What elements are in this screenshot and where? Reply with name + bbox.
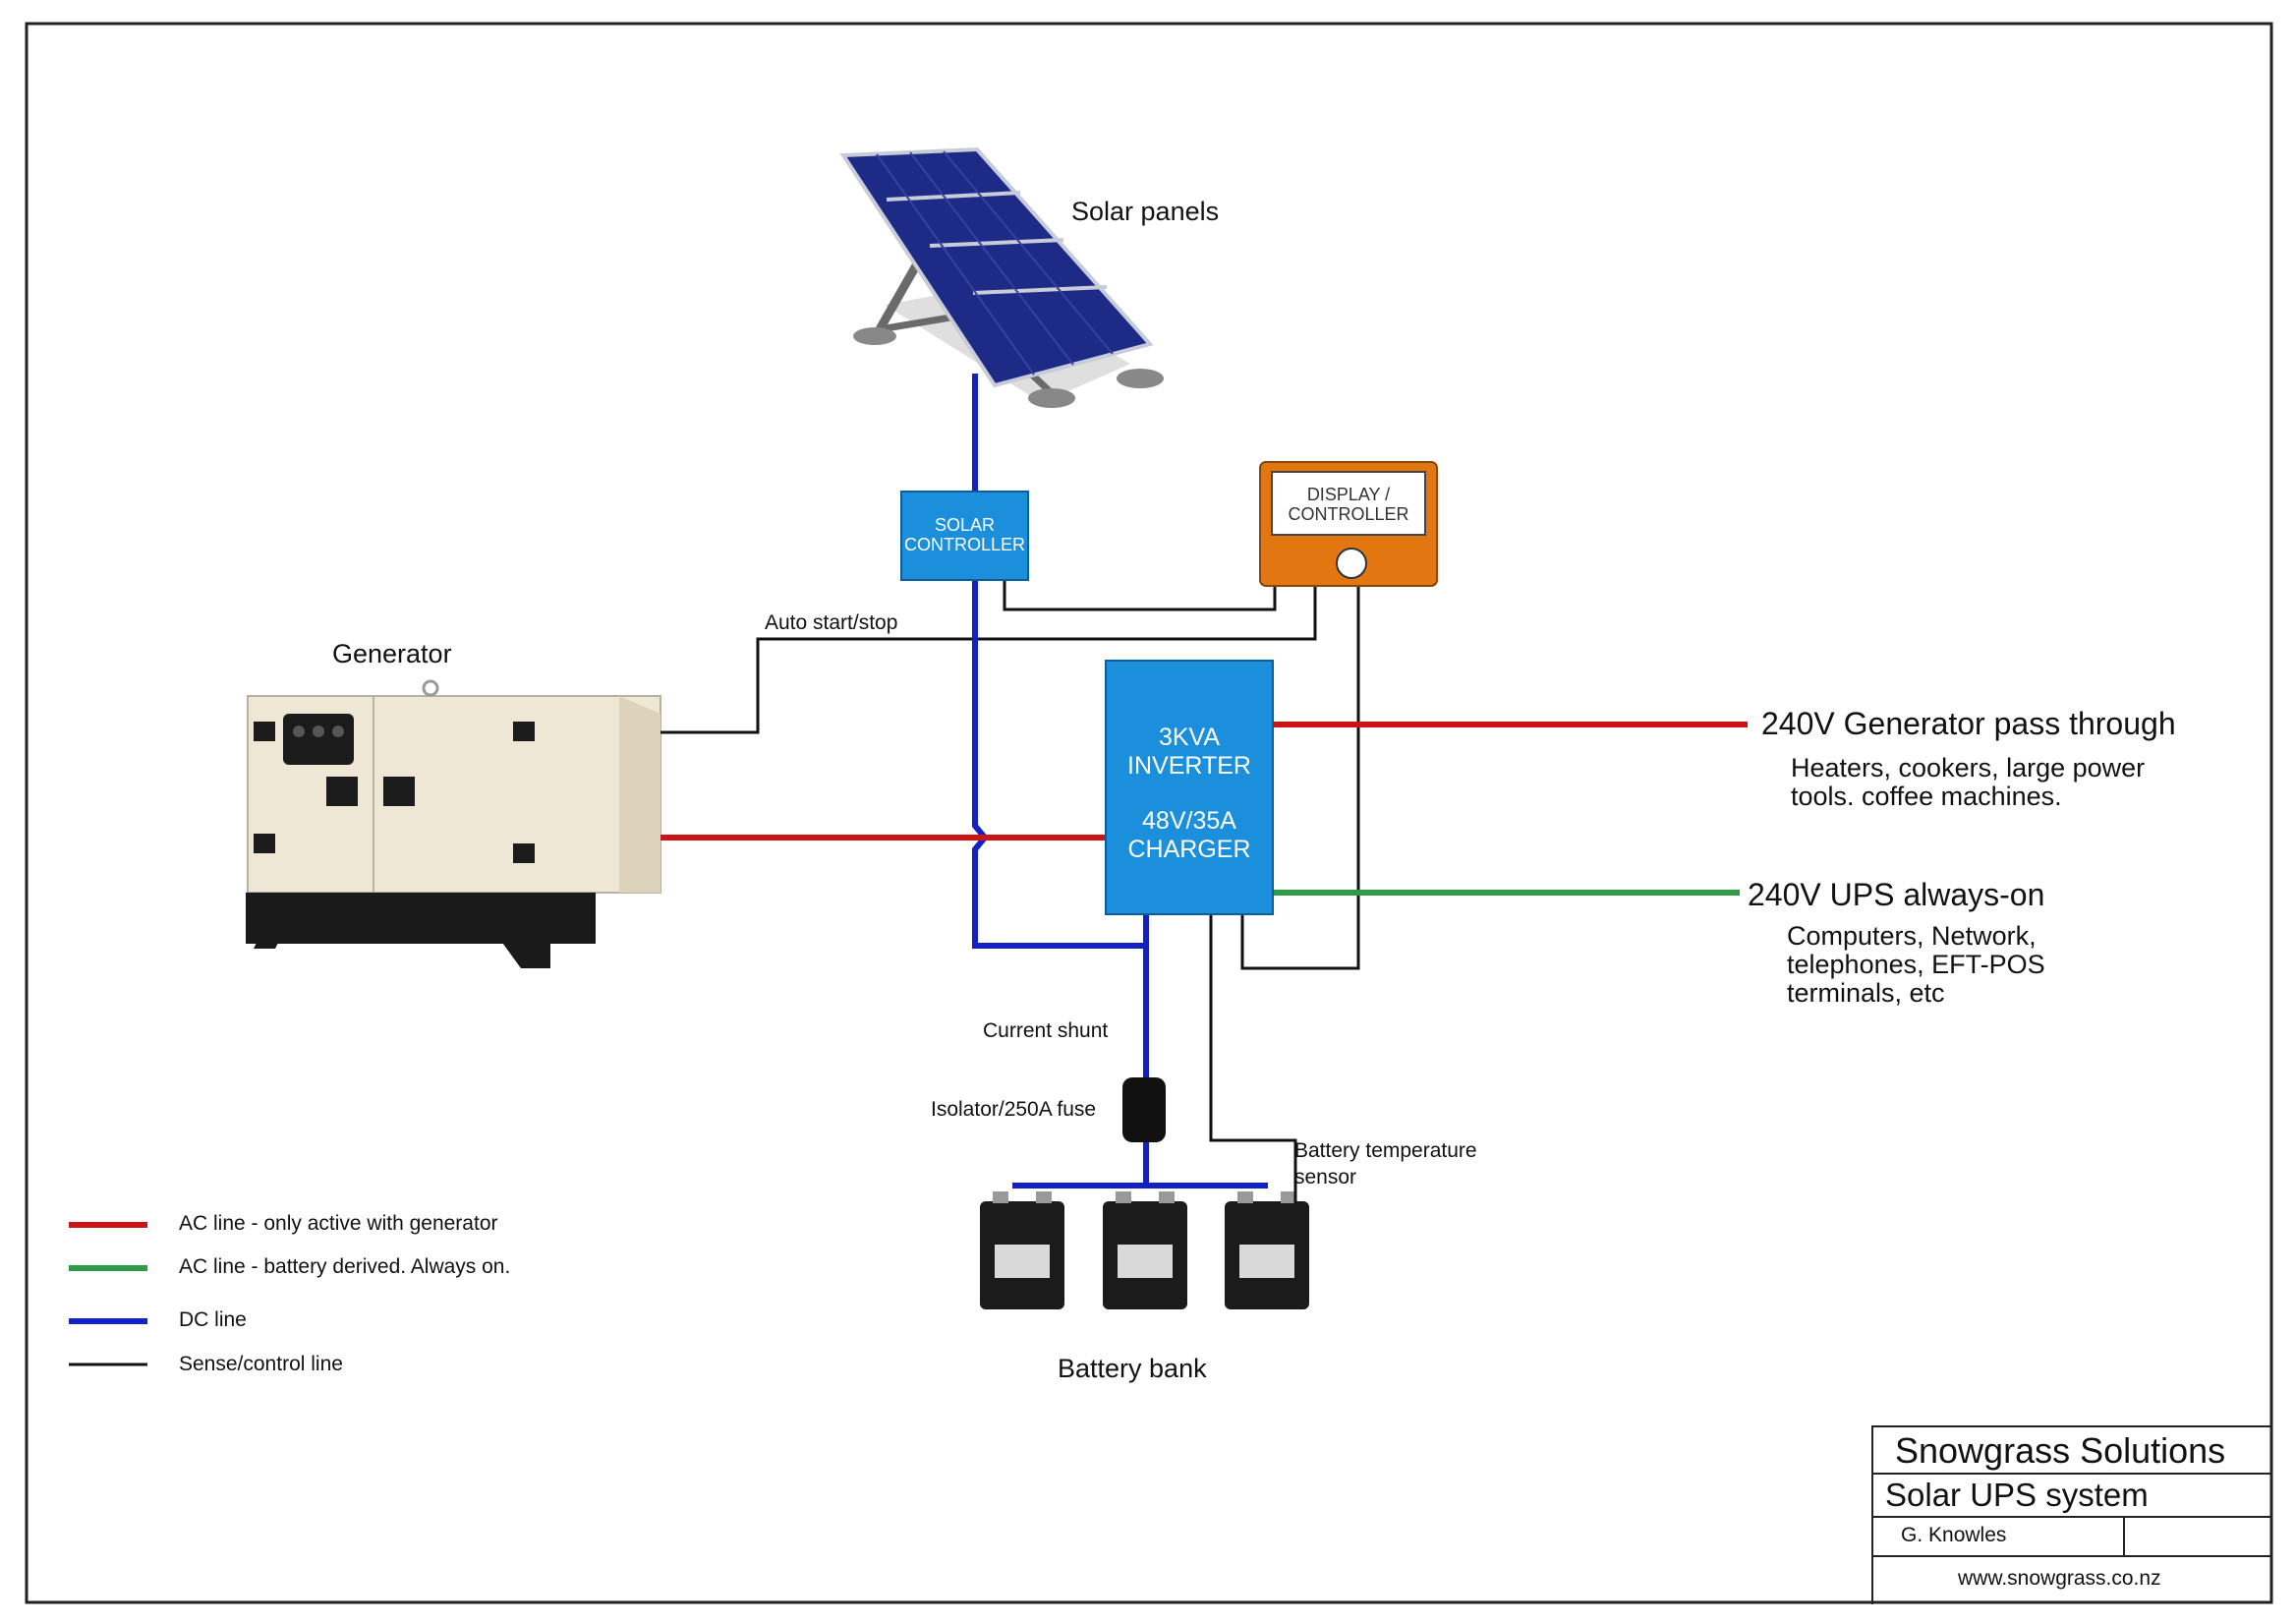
inverter-line4: CHARGER — [1127, 836, 1251, 863]
legend-lines — [69, 1222, 147, 1366]
ups-desc-1: Computers, Network, — [1787, 921, 2037, 951]
inverter-line1: 3KVA — [1158, 724, 1221, 751]
legend-dc: DC line — [179, 1308, 247, 1331]
inverter-label: 3KVA INVERTER 48V/35A CHARGER — [1106, 724, 1273, 864]
auto-start-label: Auto start/stop — [765, 611, 898, 634]
gen-pass-desc-1: Heaters, cookers, large power — [1791, 753, 2146, 783]
isolator-label: Isolator/250A fuse — [931, 1098, 1097, 1121]
generator-label: Generator — [332, 639, 452, 668]
inverter-charger-box — [1105, 660, 1274, 915]
ups-desc-2: telephones, EFT-POS — [1787, 950, 2045, 979]
solar-controller-box — [900, 491, 1029, 581]
ac-lines — [660, 722, 1748, 896]
display-controller-line2: CONTROLLER — [1288, 504, 1409, 524]
display-controller-line1: DISPLAY / — [1306, 485, 1391, 504]
title-project: Solar UPS system — [1885, 1477, 2149, 1513]
ups-title: 240V UPS always-on — [1748, 877, 2045, 912]
battery-temp-label-2: sensor — [1294, 1166, 1357, 1189]
solar-to-display-line — [1003, 580, 1277, 611]
legend-ac-generator: AC line - only active with generator — [179, 1212, 498, 1235]
title-block: Snowgrass Solutions Solar UPS system G. … — [1871, 1425, 2272, 1604]
isolator-fuse — [1122, 1077, 1166, 1142]
title-website: www.snowgrass.co.nz — [1958, 1567, 2161, 1590]
legend-sense: Sense/control line — [179, 1353, 343, 1375]
legend-ac-battery: AC line - battery derived. Always on. — [179, 1255, 511, 1278]
dc-lines — [972, 374, 1268, 1189]
inverter-line3: 48V/35A — [1142, 807, 1236, 835]
page-border — [25, 22, 2273, 1604]
display-controller-label: DISPLAY / CONTROLLER — [1272, 485, 1425, 524]
generator-illustration — [246, 679, 661, 968]
battery-temp-label-1: Battery temperature — [1294, 1139, 1477, 1162]
display-button — [1336, 548, 1367, 579]
battery-illustration — [980, 1191, 1309, 1309]
sense-lines — [660, 580, 1360, 1203]
title-author: G. Knowles — [1901, 1524, 2007, 1546]
gen-pass-desc-2: tools. coffee machines. — [1791, 782, 2062, 811]
solar-controller-line1: SOLAR — [934, 515, 996, 535]
solar-controller-label: SOLAR CONTROLLER — [901, 515, 1028, 554]
display-to-inverter-line — [1240, 586, 1360, 970]
ups-desc-3: terminals, etc — [1787, 978, 1945, 1008]
solar-controller-line2: CONTROLLER — [903, 535, 1026, 554]
solar-controller-down-line — [972, 580, 1146, 949]
inverter-line2: INVERTER — [1127, 752, 1251, 780]
solar-panels-label: Solar panels — [1071, 197, 1220, 226]
title-company: Snowgrass Solutions — [1895, 1430, 2226, 1471]
auto-start-line — [660, 586, 1317, 734]
current-shunt-label: Current shunt — [983, 1019, 1109, 1042]
battery-temp-line — [1209, 914, 1297, 1203]
gen-pass-title: 240V Generator pass through — [1761, 706, 2176, 741]
solar-panel-illustration — [839, 146, 1164, 408]
display-screen — [1271, 471, 1426, 536]
battery-bank-label: Battery bank — [1058, 1354, 1207, 1383]
